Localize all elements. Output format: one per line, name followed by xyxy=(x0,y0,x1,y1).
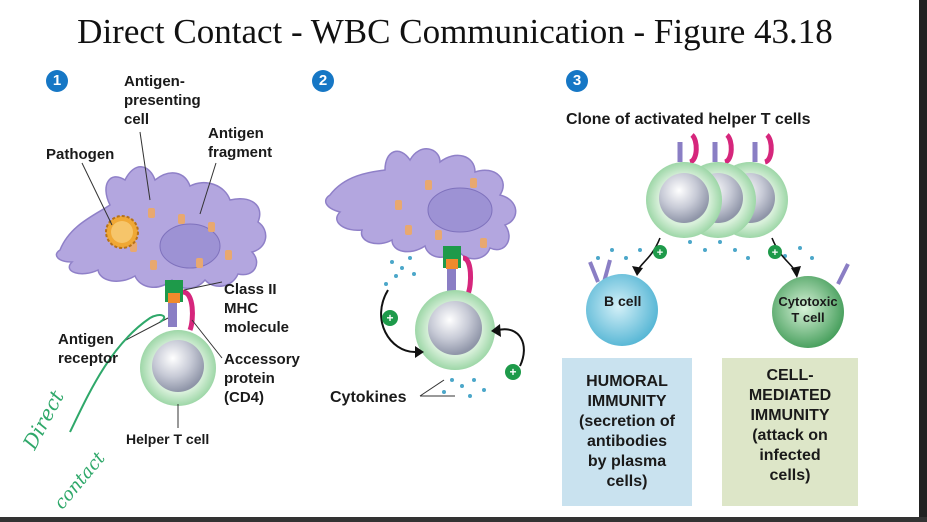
label-cytokines: Cytokines xyxy=(330,389,407,406)
label-b-cell: B cell xyxy=(604,293,642,309)
label-cytotoxic-t-cell: Cytotoxic T cell xyxy=(778,294,838,325)
label-helper-t-cell: Helper T cell xyxy=(126,431,210,447)
label-antigen-fragment: Antigen fragment xyxy=(208,125,273,161)
cytokine-dots xyxy=(384,256,486,398)
handwritten-annotation-stroke xyxy=(69,314,166,433)
page-title: Direct Contact - WBC Communication - Fig… xyxy=(77,12,833,51)
panel1-leader-lines xyxy=(81,131,223,428)
panel-2: + + xyxy=(324,148,525,398)
svg-text:+: + xyxy=(772,247,778,259)
pathogen-shape xyxy=(105,215,139,249)
cytotoxic-t-cell-shape xyxy=(772,276,844,348)
step-3-badge: 3 xyxy=(566,70,588,92)
antigen-receptor-shape xyxy=(168,303,177,327)
label-antigen-receptor: Antigen receptor xyxy=(58,331,119,367)
svg-text:+: + xyxy=(509,365,516,379)
svg-text:+: + xyxy=(657,247,663,259)
cell-mediated-immunity-text: CELL- MEDIATED IMMUNITY (attack on infec… xyxy=(748,367,832,484)
panel-1 xyxy=(55,131,267,428)
svg-text:+: + xyxy=(386,311,393,325)
label-pathogen: Pathogen xyxy=(46,146,115,163)
cell-mediated-immunity-box xyxy=(722,358,858,506)
humoral-immunity-text: HUMORAL IMMUNITY (secretion of antibodie… xyxy=(578,373,675,490)
antigen-presenting-cell-shape xyxy=(55,166,267,289)
step-2-badge: 2 xyxy=(312,70,334,92)
label-class-ii-mhc: Class II MHC molecule xyxy=(224,281,290,336)
label-clone-activated-helper-t-cells: Clone of activated helper T cells xyxy=(566,111,811,128)
window-bottom-edge xyxy=(0,517,927,522)
step-1-badge: 1 xyxy=(46,70,68,92)
panel-3: + + xyxy=(562,133,858,506)
apc-nucleus xyxy=(159,223,221,269)
label-accessory-protein: Accessory protein (CD4) xyxy=(224,351,300,406)
label-antigen-presenting-cell: Antigen- presenting cell xyxy=(124,73,201,128)
b-cell-shape xyxy=(586,274,658,346)
window-right-edge xyxy=(919,0,927,522)
humoral-immunity-box xyxy=(562,358,692,506)
cd4-accessory-protein xyxy=(182,289,195,331)
